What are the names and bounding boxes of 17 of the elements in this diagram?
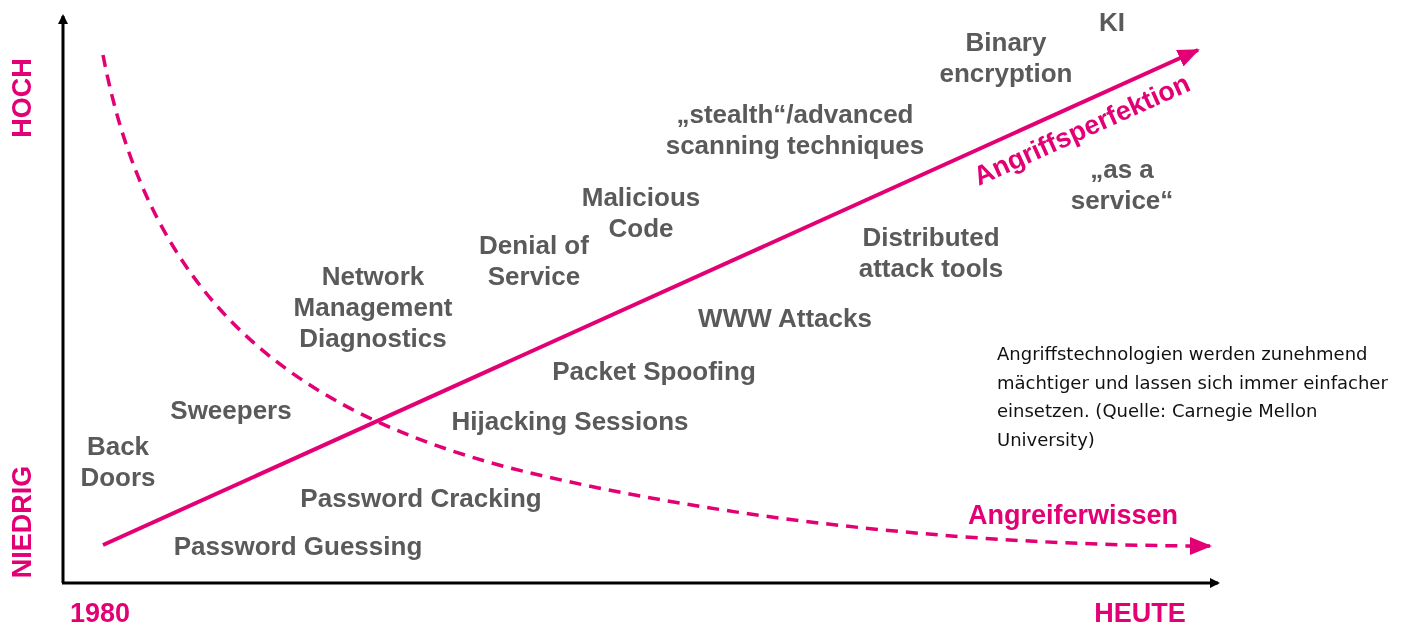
axis-label: HOCH [6, 58, 38, 138]
attack-technique-label: Password Guessing [173, 530, 423, 562]
attack-technique-label: Back Doors [79, 431, 157, 493]
curve-label: Angreiferwissen [967, 499, 1179, 531]
axis-label: 1980 [69, 597, 131, 629]
attack-technique-label: WWW Attacks [698, 302, 872, 334]
note-text: Angriffstechnologien werden zunehmend mächtiger und lassen sich immer einfacher einsetzen. (Quelle: Carnegie Mellon University) [997, 342, 1389, 452]
axis-label: HEUTE [1094, 597, 1186, 629]
axis-label: NIEDRIG [6, 465, 38, 579]
attack-technique-label: Distributed attack tools [857, 222, 1005, 284]
attack-technique-label: Network Management Diagnostics [292, 260, 454, 354]
attack-technique-label: „stealth“/advanced scanning techniques [664, 99, 926, 161]
attack-technique-label: Packet Spoofing [552, 355, 756, 387]
attack-technique-label: Sweepers [170, 394, 292, 426]
attack-technique-label: Hijacking Sessions [451, 405, 689, 437]
attack-technique-label: Password Cracking [300, 482, 542, 514]
attack-technique-label: KI [1099, 6, 1125, 38]
